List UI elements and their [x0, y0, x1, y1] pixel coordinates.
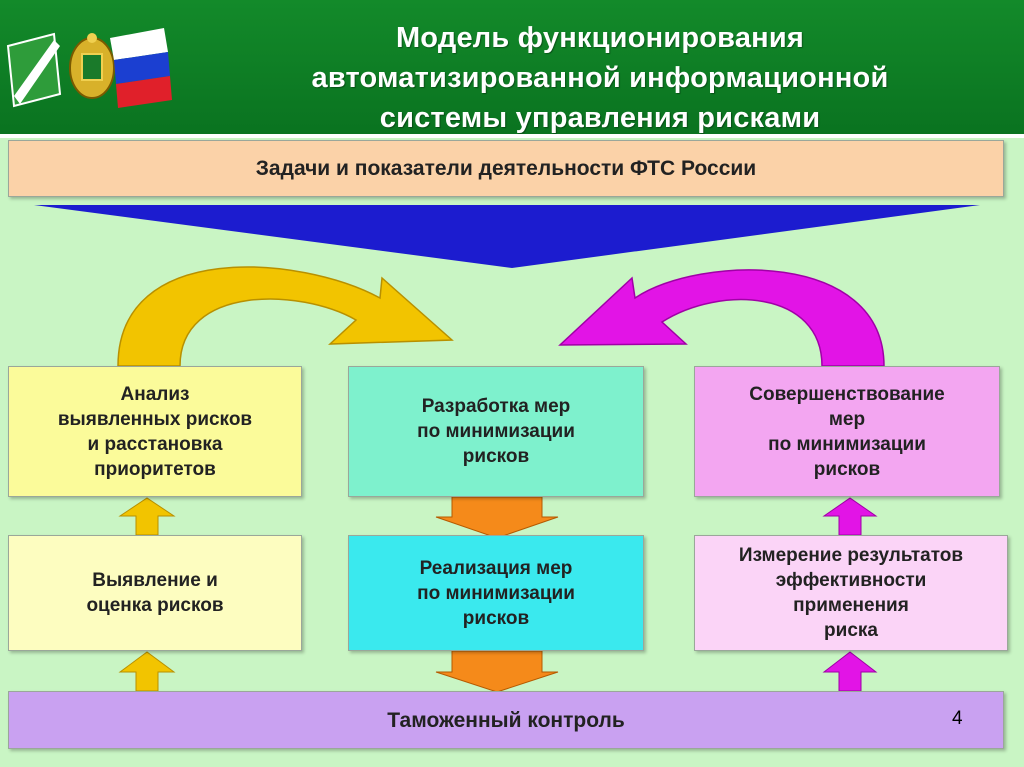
- customs-control-box: Таможенный контроль: [8, 691, 1004, 749]
- title-line: Модель функционирования: [395, 22, 805, 54]
- box-line: эффективности: [775, 570, 927, 591]
- box-line: Реализация мер: [419, 557, 573, 579]
- up-arrow-icon: [118, 497, 176, 536]
- header-divider: [0, 134, 1024, 138]
- measurement-box: Измерение результатов эффективности прим…: [694, 535, 1008, 651]
- detection-box: Выявление и оценка рисков: [8, 535, 302, 651]
- box-line: по минимизации: [768, 433, 926, 455]
- box-line: оценка рисков: [86, 595, 224, 616]
- tasks-label: Задачи и показатели деятельности ФТС Рос…: [255, 157, 757, 180]
- up-arrow-icon: [822, 497, 878, 536]
- header-bar: Модель функционирования автоматизированн…: [0, 0, 1024, 134]
- up-arrow-icon: [118, 651, 176, 692]
- box-line: рисков: [462, 446, 530, 467]
- box-line: и расстановка: [87, 433, 223, 455]
- title-line: автоматизированной информационной: [311, 62, 889, 94]
- page-title: Модель функционирования автоматизированн…: [250, 18, 950, 138]
- box-line: рисков: [813, 458, 881, 480]
- customs-control-label: Таможенный контроль: [387, 708, 625, 732]
- implementation-box: Реализация мер по минимизации рисков: [348, 535, 644, 651]
- down-arrow-icon: [435, 496, 559, 539]
- down-arrow-icon: [435, 650, 559, 693]
- curved-magenta-arrow-icon: [558, 269, 885, 367]
- box-line: Совершенствование: [749, 383, 945, 405]
- funnel-arrow-icon: [34, 205, 980, 268]
- tasks-box: Задачи и показатели деятельности ФТС Рос…: [8, 140, 1004, 197]
- box-line: по минимизации: [417, 582, 575, 604]
- box-line: Анализ: [120, 383, 190, 405]
- box-line: Разработка мер: [421, 396, 571, 417]
- box-line: Измерение результатов: [738, 545, 964, 566]
- box-line: применения: [793, 595, 909, 616]
- title-line: системы управления рисками: [379, 102, 821, 134]
- improvement-box: Совершенствование мер по минимизации рис…: [694, 366, 1000, 497]
- page-number: 4: [952, 708, 963, 729]
- curved-yellow-arrow-icon: [117, 266, 454, 367]
- customs-emblem-icon: [6, 28, 172, 108]
- box-line: выявленных рисков: [57, 408, 253, 430]
- box-line: рисков: [462, 607, 530, 629]
- analysis-box: Анализ выявленных рисков и расстановка п…: [8, 366, 302, 497]
- box-line: риска: [824, 620, 878, 641]
- box-line: мер: [828, 408, 866, 430]
- box-line: Выявление и: [92, 570, 218, 591]
- development-box: Разработка мер по минимизации рисков: [348, 366, 644, 497]
- box-line: по минимизации: [417, 421, 575, 442]
- box-line: приоритетов: [94, 458, 216, 480]
- up-arrow-icon: [822, 651, 878, 692]
